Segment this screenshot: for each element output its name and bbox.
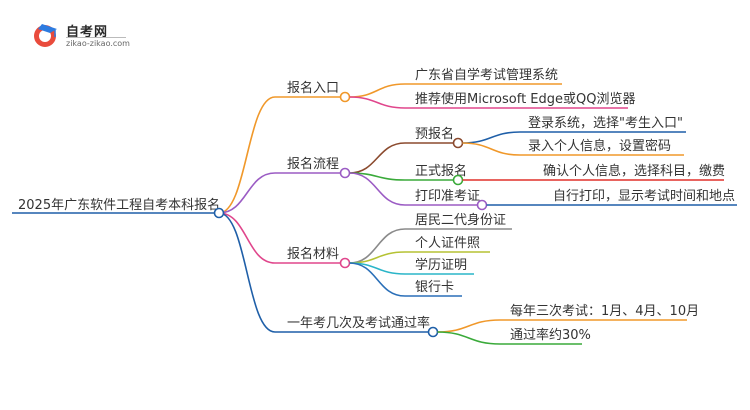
logo-title: 自考网	[66, 25, 109, 40]
branch-connector	[218, 96, 276, 214]
child-node[interactable]	[452, 174, 464, 186]
branch-label: 报名入口	[287, 80, 339, 96]
child-node[interactable]	[452, 137, 464, 149]
child-label: 广东省自学考试管理系统	[415, 67, 558, 83]
branch-label: 报名流程	[287, 156, 339, 172]
branch-node[interactable]	[339, 257, 351, 269]
graduation-cap-icon	[34, 24, 57, 47]
grandchild-label: 登录系统，选择"考生入口"	[528, 116, 683, 131]
root-label: 2025年广东软件工程自考本科报名	[18, 197, 220, 213]
branch-node[interactable]	[339, 167, 351, 179]
logo-subtitle: zikao-zikao.com	[66, 39, 130, 48]
branch-label: 报名材料	[287, 246, 339, 262]
grandchild-label: 确认个人信息，选择科目，缴费	[543, 163, 725, 179]
grandchild-connector	[462, 131, 521, 144]
grandchild-label: 录入个人信息，设置密码	[528, 138, 671, 154]
child-label: 个人证件照	[415, 236, 480, 251]
child-connector	[349, 262, 406, 297]
branch-connector	[218, 212, 276, 333]
child-label: 通过率约30%	[510, 327, 591, 343]
logo: 自考网 zikao-zikao.com	[30, 18, 150, 52]
grandchild-connector	[462, 142, 521, 156]
child-node[interactable]	[476, 199, 488, 211]
logo-divider	[66, 37, 126, 38]
child-label: 居民二代身份证	[415, 212, 506, 228]
grandchild-label: 自行打印，显示考试时间和地点	[553, 189, 735, 204]
child-connector	[349, 172, 406, 206]
branch-node[interactable]	[427, 326, 439, 338]
child-connector	[349, 96, 406, 109]
child-label: 每年三次考试：1月、4月、10月	[510, 303, 699, 319]
branch-node[interactable]	[339, 91, 351, 103]
child-connector	[437, 331, 501, 345]
child-label: 学历证明	[415, 257, 467, 273]
child-label: 预报名	[415, 126, 454, 142]
child-connector	[437, 319, 501, 333]
branch-connector	[218, 172, 276, 214]
child-label: 打印准考证	[415, 189, 480, 204]
child-connector	[349, 83, 406, 98]
child-label: 推荐使用Microsoft Edge或QQ浏览器	[415, 91, 635, 107]
root-node[interactable]	[213, 207, 225, 219]
child-label: 正式报名	[415, 163, 467, 179]
child-label: 银行卡	[415, 280, 454, 295]
branch-label: 一年考几次及考试通过率	[287, 315, 430, 331]
branch-connector	[218, 212, 276, 264]
child-connector	[349, 142, 406, 174]
